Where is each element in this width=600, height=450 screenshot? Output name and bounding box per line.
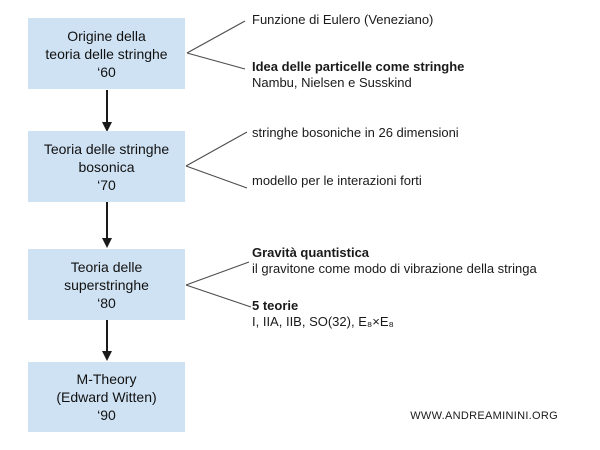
- connector-line: [185, 284, 252, 308]
- box-line: Teoria delle stringhe: [43, 140, 170, 157]
- connector-line: [185, 261, 250, 286]
- annotation-title: Gravità quantistica: [252, 245, 370, 260]
- annotation-euler-function: Funzione di Eulero (Veneziano): [252, 12, 433, 28]
- box-decade-label: ‘70: [97, 176, 116, 193]
- annotation-text: modello per le interazioni forti: [252, 173, 422, 188]
- annotation-strong-interactions-model: modello per le interazioni forti: [252, 173, 422, 189]
- annotation-text: Nambu, Nielsen e Susskind: [252, 75, 412, 90]
- box-line: bosonica: [78, 158, 135, 175]
- box-decade-label: ‘90: [97, 407, 116, 423]
- annotation-text: I, IIA, IIB, SO(32), E₈×E₈: [252, 314, 394, 329]
- box-line: superstringhe: [64, 276, 149, 293]
- connector-line: [186, 20, 246, 54]
- website-watermark: WWW.ANDREAMININI.ORG: [410, 410, 558, 422]
- box-line: Origine della: [67, 27, 146, 44]
- timeline-box-mtheory-90s: M-Theory (Edward Witten) ‘90: [28, 362, 185, 432]
- connector-line: [185, 131, 248, 167]
- annotation-text: il gravitone come modo di vibrazione del…: [252, 261, 537, 276]
- timeline-box-superstrings-80s: Teoria delle superstringhe ‘80: [28, 249, 185, 320]
- box-line: Teoria delle: [70, 258, 143, 275]
- down-arrow-head: [102, 238, 112, 248]
- down-arrow-head: [102, 351, 112, 361]
- box-line: (Edward Witten): [56, 389, 157, 405]
- timeline-box-origins-60s: Origine della teoria delle stringhe ‘60: [28, 18, 185, 89]
- annotation-particles-as-strings: Idea delle particelle come stringhe Namb…: [252, 59, 464, 91]
- annotation-title: Idea delle particelle come stringhe: [252, 59, 465, 74]
- box-line: teoria delle stringhe: [45, 45, 168, 62]
- annotation-bosonic-26-dimensions: stringhe bosoniche in 26 dimensioni: [252, 125, 459, 141]
- annotation-five-theories: 5 teorie I, IIA, IIB, SO(32), E₈×E₈: [252, 298, 394, 330]
- annotation-quantum-gravity: Gravità quantistica il gravitone come mo…: [252, 245, 537, 277]
- box-line: M-Theory: [76, 371, 137, 387]
- connector-line: [185, 165, 248, 189]
- annotation-title: 5 teorie: [252, 298, 299, 313]
- connector-line: [186, 52, 246, 70]
- timeline-box-bosonic-70s: Teoria delle stringhe bosonica ‘70: [28, 131, 185, 202]
- annotation-text: Funzione di Eulero (Veneziano): [252, 12, 434, 27]
- box-decade-label: ‘60: [97, 63, 116, 80]
- box-decade-label: ‘80: [97, 294, 116, 311]
- annotation-text: stringhe bosoniche in 26 dimensioni: [252, 125, 459, 140]
